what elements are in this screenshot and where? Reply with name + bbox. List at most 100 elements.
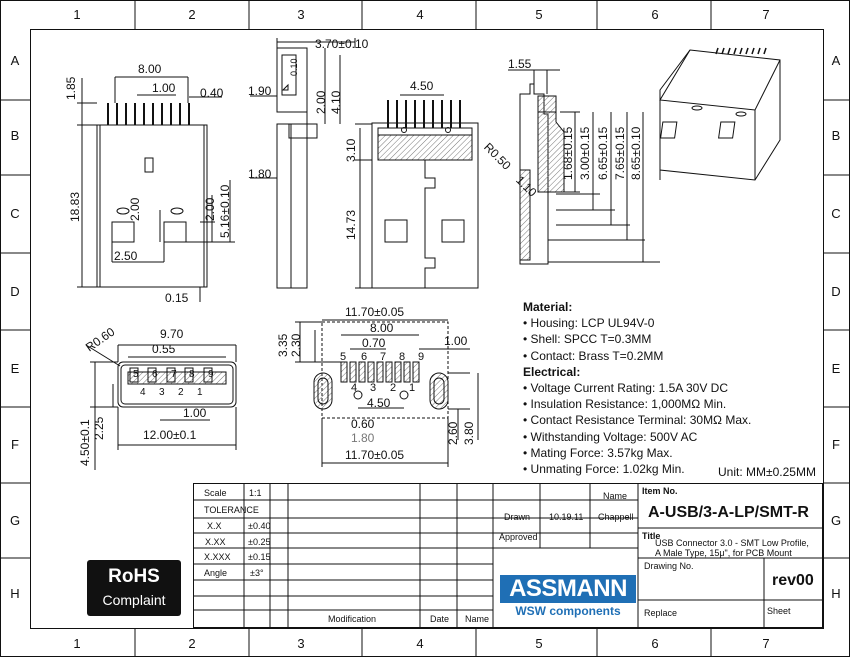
dim-1-00-pcb: 1.00 bbox=[444, 334, 468, 348]
logo-subtitle: WSW components bbox=[515, 604, 621, 618]
dim-6-65: 6.65±0.15 bbox=[596, 126, 610, 180]
front-view bbox=[85, 344, 237, 470]
col-label-2-bottom: 2 bbox=[188, 636, 196, 651]
electrical-unmating: • Unmating Force: 1.02kg Min. bbox=[523, 462, 685, 477]
dim-5-16: 5.16±0.10 bbox=[218, 184, 232, 238]
dim-1-80: 1.80 bbox=[248, 167, 272, 181]
dim-2-30: 2.30 bbox=[289, 333, 303, 357]
approved-label: Approved bbox=[499, 532, 538, 542]
pcb-pin-9: 9 bbox=[418, 351, 425, 363]
dim-1-80-pcb: 1.80 bbox=[351, 431, 375, 445]
drawn-name: Chappell bbox=[598, 512, 634, 522]
dim-1-55: 1.55 bbox=[508, 57, 532, 71]
drawn-date: 10.19.11 bbox=[549, 512, 584, 522]
front-pin-6: 6 bbox=[152, 369, 158, 380]
title-block-lines bbox=[193, 483, 823, 628]
material-contact: • Contact: Brass T=0.2MM bbox=[523, 348, 664, 363]
dim-2-00-a: 2.00 bbox=[128, 197, 142, 221]
dim-1-00-front: 1.00 bbox=[183, 406, 207, 420]
pcb-pin-7: 7 bbox=[380, 351, 387, 363]
dim-11-70-top: 11.70±0.05 bbox=[345, 305, 405, 319]
row-label-b-right: B bbox=[831, 128, 841, 143]
row-label-g-right: G bbox=[830, 513, 842, 528]
tol-angle-key: Angle bbox=[204, 568, 228, 578]
dim-8-65: 8.65±0.10 bbox=[629, 126, 643, 180]
electrical-rating: • Voltage Current Rating: 1.5A 30V DC bbox=[523, 381, 728, 396]
dim-3-70: 3.70±0.10 bbox=[315, 37, 369, 51]
pcb-pin-1: 1 bbox=[409, 382, 416, 394]
dim-2-00-b: 2.00 bbox=[203, 197, 217, 221]
revision: rev00 bbox=[772, 572, 814, 589]
row-label-c: C bbox=[10, 206, 20, 221]
dim-3-00: 3.00±0.15 bbox=[578, 126, 592, 180]
front-pin-7: 7 bbox=[171, 369, 177, 380]
dim-14-73: 14.73 bbox=[344, 209, 358, 240]
pcb-pin-8: 8 bbox=[399, 351, 406, 363]
pcb-pin-5: 5 bbox=[340, 351, 347, 363]
title-label: Title bbox=[642, 531, 661, 541]
dim-2-25: 2.25 bbox=[92, 416, 106, 440]
row-label-h-right: H bbox=[831, 586, 841, 601]
row-label-d-right: D bbox=[831, 284, 841, 299]
dim-2-50: 2.50 bbox=[114, 249, 138, 263]
col-label-6: 6 bbox=[651, 7, 659, 22]
sheet-label: Sheet bbox=[767, 606, 791, 616]
dim-4-50-top: 4.50 bbox=[410, 79, 434, 93]
tol-xxx-key: X.XX bbox=[205, 537, 226, 547]
row-label-g: G bbox=[9, 513, 21, 528]
front-pin-8: 8 bbox=[189, 369, 195, 380]
title-line-2: A Male Type, 15μ", for PCB Mount bbox=[655, 548, 792, 558]
scale-label: Scale bbox=[204, 488, 227, 498]
row-label-f-right: F bbox=[832, 437, 840, 452]
dim-1-90: 1.90 bbox=[248, 84, 272, 98]
tol-xx-value: ±0.40 bbox=[248, 521, 271, 531]
dim-0-40: 0.40 bbox=[200, 86, 224, 100]
col-label-4: 4 bbox=[416, 7, 424, 22]
rohs-text: RoHS bbox=[108, 566, 160, 587]
dim-3-10: 3.10 bbox=[344, 138, 358, 162]
date-label: Date bbox=[430, 614, 450, 624]
rear-view bbox=[355, 94, 479, 289]
front-pin-4: 4 bbox=[140, 387, 146, 398]
tol-xxxx-value: ±0.15 bbox=[248, 552, 271, 562]
pcb-pin-3: 3 bbox=[370, 382, 377, 394]
name-col-label: Name bbox=[465, 614, 490, 624]
name-header: Name bbox=[603, 491, 628, 501]
dim-0-60: 0.60 bbox=[351, 417, 375, 431]
dim-0-70: 0.70 bbox=[362, 336, 386, 350]
item-no-label: Item No. bbox=[642, 486, 678, 496]
tol-xxx-value: ±0.25 bbox=[248, 537, 271, 547]
replace-label: Replace bbox=[644, 608, 678, 618]
dim-1-00-top: 1.00 bbox=[152, 81, 176, 95]
pcb-footprint bbox=[295, 319, 479, 467]
dim-0-15: 0.15 bbox=[165, 291, 189, 305]
tolerance-label: TOLERANCE bbox=[204, 505, 259, 515]
row-label-e-right: E bbox=[831, 361, 841, 376]
section-view bbox=[508, 69, 660, 265]
dim-8-00-top: 8.00 bbox=[138, 62, 162, 76]
row-label-c-right: C bbox=[831, 206, 841, 221]
dim-8-00-pcb: 8.00 bbox=[370, 321, 394, 335]
dim-4-10: 4.10 bbox=[329, 90, 343, 114]
electrical-contact-resistance: • Contact Resistance Terminal: 30MΩ Max. bbox=[523, 413, 752, 428]
tol-angle-value: ±3° bbox=[250, 568, 264, 578]
pcb-pin-6: 6 bbox=[361, 351, 368, 363]
col-label-2: 2 bbox=[188, 7, 196, 22]
col-label-6-bottom: 6 bbox=[651, 636, 659, 651]
dim-12-00: 12.00±0.1 bbox=[143, 428, 197, 442]
rohs-badge: RoHS Complaint bbox=[87, 560, 181, 616]
col-label-4-bottom: 4 bbox=[416, 636, 424, 651]
drawn-label: Drawn bbox=[504, 512, 531, 522]
pcb-pin-4: 4 bbox=[351, 382, 358, 394]
logo-wordmark: ASSMANN bbox=[500, 575, 636, 603]
row-label-e: E bbox=[10, 361, 20, 376]
dim-1-68: 1.68±0.15 bbox=[561, 126, 575, 180]
scale-value: 1:1 bbox=[249, 488, 262, 498]
side-view bbox=[250, 38, 356, 289]
dim-3-80: 3.80 bbox=[462, 421, 476, 445]
material-heading: Material: bbox=[523, 300, 573, 314]
dim-4-50-side: 4.50±0.1 bbox=[78, 419, 92, 466]
electrical-insulation: • Insulation Resistance: 1,000MΩ Min. bbox=[523, 397, 727, 412]
rohs-subtext: Complaint bbox=[102, 592, 166, 608]
